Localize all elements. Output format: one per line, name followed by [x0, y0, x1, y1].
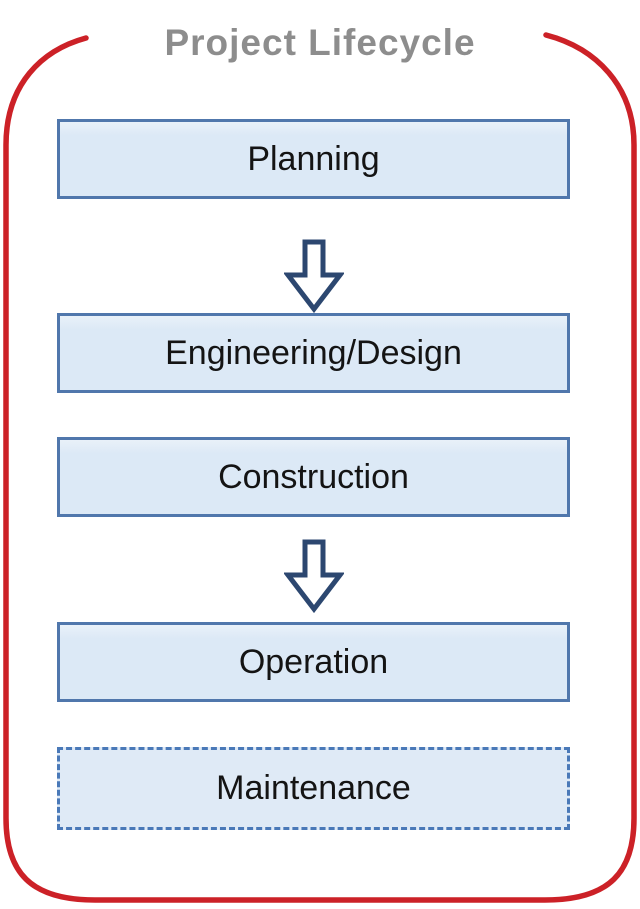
stage-label: Maintenance — [216, 769, 411, 807]
stage-label: Construction — [218, 457, 409, 496]
stage-box-construction: Construction — [57, 437, 570, 517]
stage-box-maintenance: Maintenance — [57, 747, 570, 830]
stage-box-operation: Operation — [57, 622, 570, 702]
stage-label: Planning — [247, 139, 380, 178]
stage-label: Operation — [238, 642, 389, 681]
stage-box-engineering-design: Engineering/Design — [57, 313, 570, 393]
down-arrow-icon — [284, 239, 344, 313]
stage-box-planning: Planning — [57, 119, 570, 199]
stage-label: Engineering/Design — [165, 333, 462, 372]
down-arrow-icon — [284, 539, 344, 613]
diagram-title: Project Lifecycle — [164, 22, 476, 63]
